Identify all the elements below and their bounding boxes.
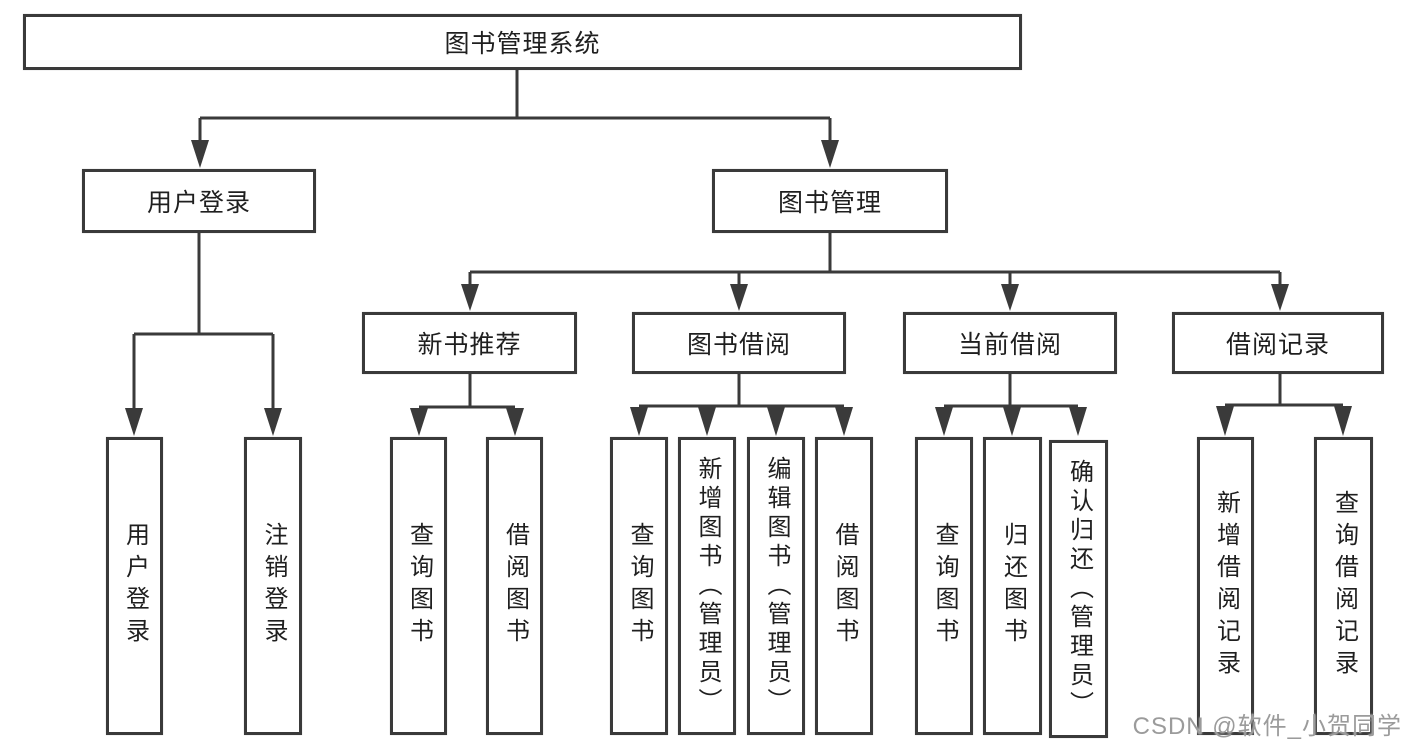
leaf-bb-edit-books-admin: 编辑图书（管理员） bbox=[747, 437, 805, 735]
arrowheads bbox=[125, 140, 1352, 436]
node-book-management: 图书管理 bbox=[712, 169, 948, 233]
connector-borrow-to-leaves bbox=[639, 374, 844, 408]
node-label: 新书推荐 bbox=[417, 331, 522, 359]
node-label: 借阅记录 bbox=[1225, 331, 1330, 359]
node-label: 图书借阅 bbox=[686, 331, 791, 359]
node-label: 图书管理系统 bbox=[444, 30, 601, 58]
leaf-nbr-borrow-books: 借阅图书 bbox=[486, 437, 543, 735]
connector-records-to-leaves bbox=[1225, 374, 1343, 407]
leaf-label: 借阅图书 bbox=[501, 522, 529, 650]
leaf-cb-query-books: 查询图书 bbox=[915, 437, 973, 735]
leaf-nbr-query-books: 查询图书 bbox=[390, 437, 447, 735]
leaf-label: 查询图书 bbox=[405, 522, 433, 650]
leaf-bb-borrow-books: 借阅图书 bbox=[815, 437, 873, 735]
leaf-cb-confirm-return-admin: 确认归还（管理员） bbox=[1049, 440, 1108, 738]
leaf-label: 查询借阅记录 bbox=[1330, 490, 1358, 682]
leaf-label: 确认归还（管理员） bbox=[1065, 458, 1093, 720]
leaf-user-login: 用户登录 bbox=[106, 437, 163, 735]
node-book-borrowing: 图书借阅 bbox=[632, 312, 846, 374]
leaf-label: 注销登录 bbox=[260, 522, 287, 650]
leaf-label: 用户登录 bbox=[121, 522, 149, 650]
connector-root-to-level2 bbox=[198, 70, 832, 142]
csdn-watermark: CSDN @软件_小贺同学 bbox=[1132, 713, 1402, 740]
leaf-br-add-record: 新增借阅记录 bbox=[1197, 437, 1254, 735]
node-borrowing-records: 借阅记录 bbox=[1172, 312, 1384, 374]
leaf-logout: 注销登录 bbox=[244, 437, 302, 735]
leaf-br-query-record: 查询借阅记录 bbox=[1314, 437, 1373, 735]
leaf-label: 查询图书 bbox=[626, 522, 653, 650]
node-current-borrowing: 当前借阅 bbox=[903, 312, 1117, 374]
connector-current-to-leaves bbox=[944, 374, 1078, 408]
connector-userlogin-to-leaves bbox=[132, 233, 275, 410]
connector-bookmgmt-to-level3 bbox=[468, 233, 1282, 286]
node-label: 用户登录 bbox=[146, 189, 251, 217]
leaf-label: 归还图书 bbox=[999, 522, 1027, 650]
connector-newbook-to-leaves bbox=[419, 374, 515, 409]
leaf-label: 编辑图书（管理员） bbox=[763, 455, 790, 717]
leaf-cb-return-books: 归还图书 bbox=[983, 437, 1042, 735]
node-label: 当前借阅 bbox=[957, 331, 1062, 359]
leaf-bb-add-books-admin: 新增图书（管理员） bbox=[678, 437, 736, 735]
leaf-label: 新增图书（管理员） bbox=[694, 455, 721, 717]
leaf-label: 查询图书 bbox=[931, 522, 958, 650]
node-user-login: 用户登录 bbox=[82, 169, 316, 233]
node-library-management-system: 图书管理系统 bbox=[23, 14, 1022, 70]
leaf-label: 借阅图书 bbox=[831, 522, 858, 650]
node-label: 图书管理 bbox=[777, 189, 882, 217]
leaf-bb-query-books: 查询图书 bbox=[610, 437, 668, 735]
node-new-book-recommend: 新书推荐 bbox=[362, 312, 577, 374]
leaf-label: 新增借阅记录 bbox=[1212, 490, 1240, 682]
